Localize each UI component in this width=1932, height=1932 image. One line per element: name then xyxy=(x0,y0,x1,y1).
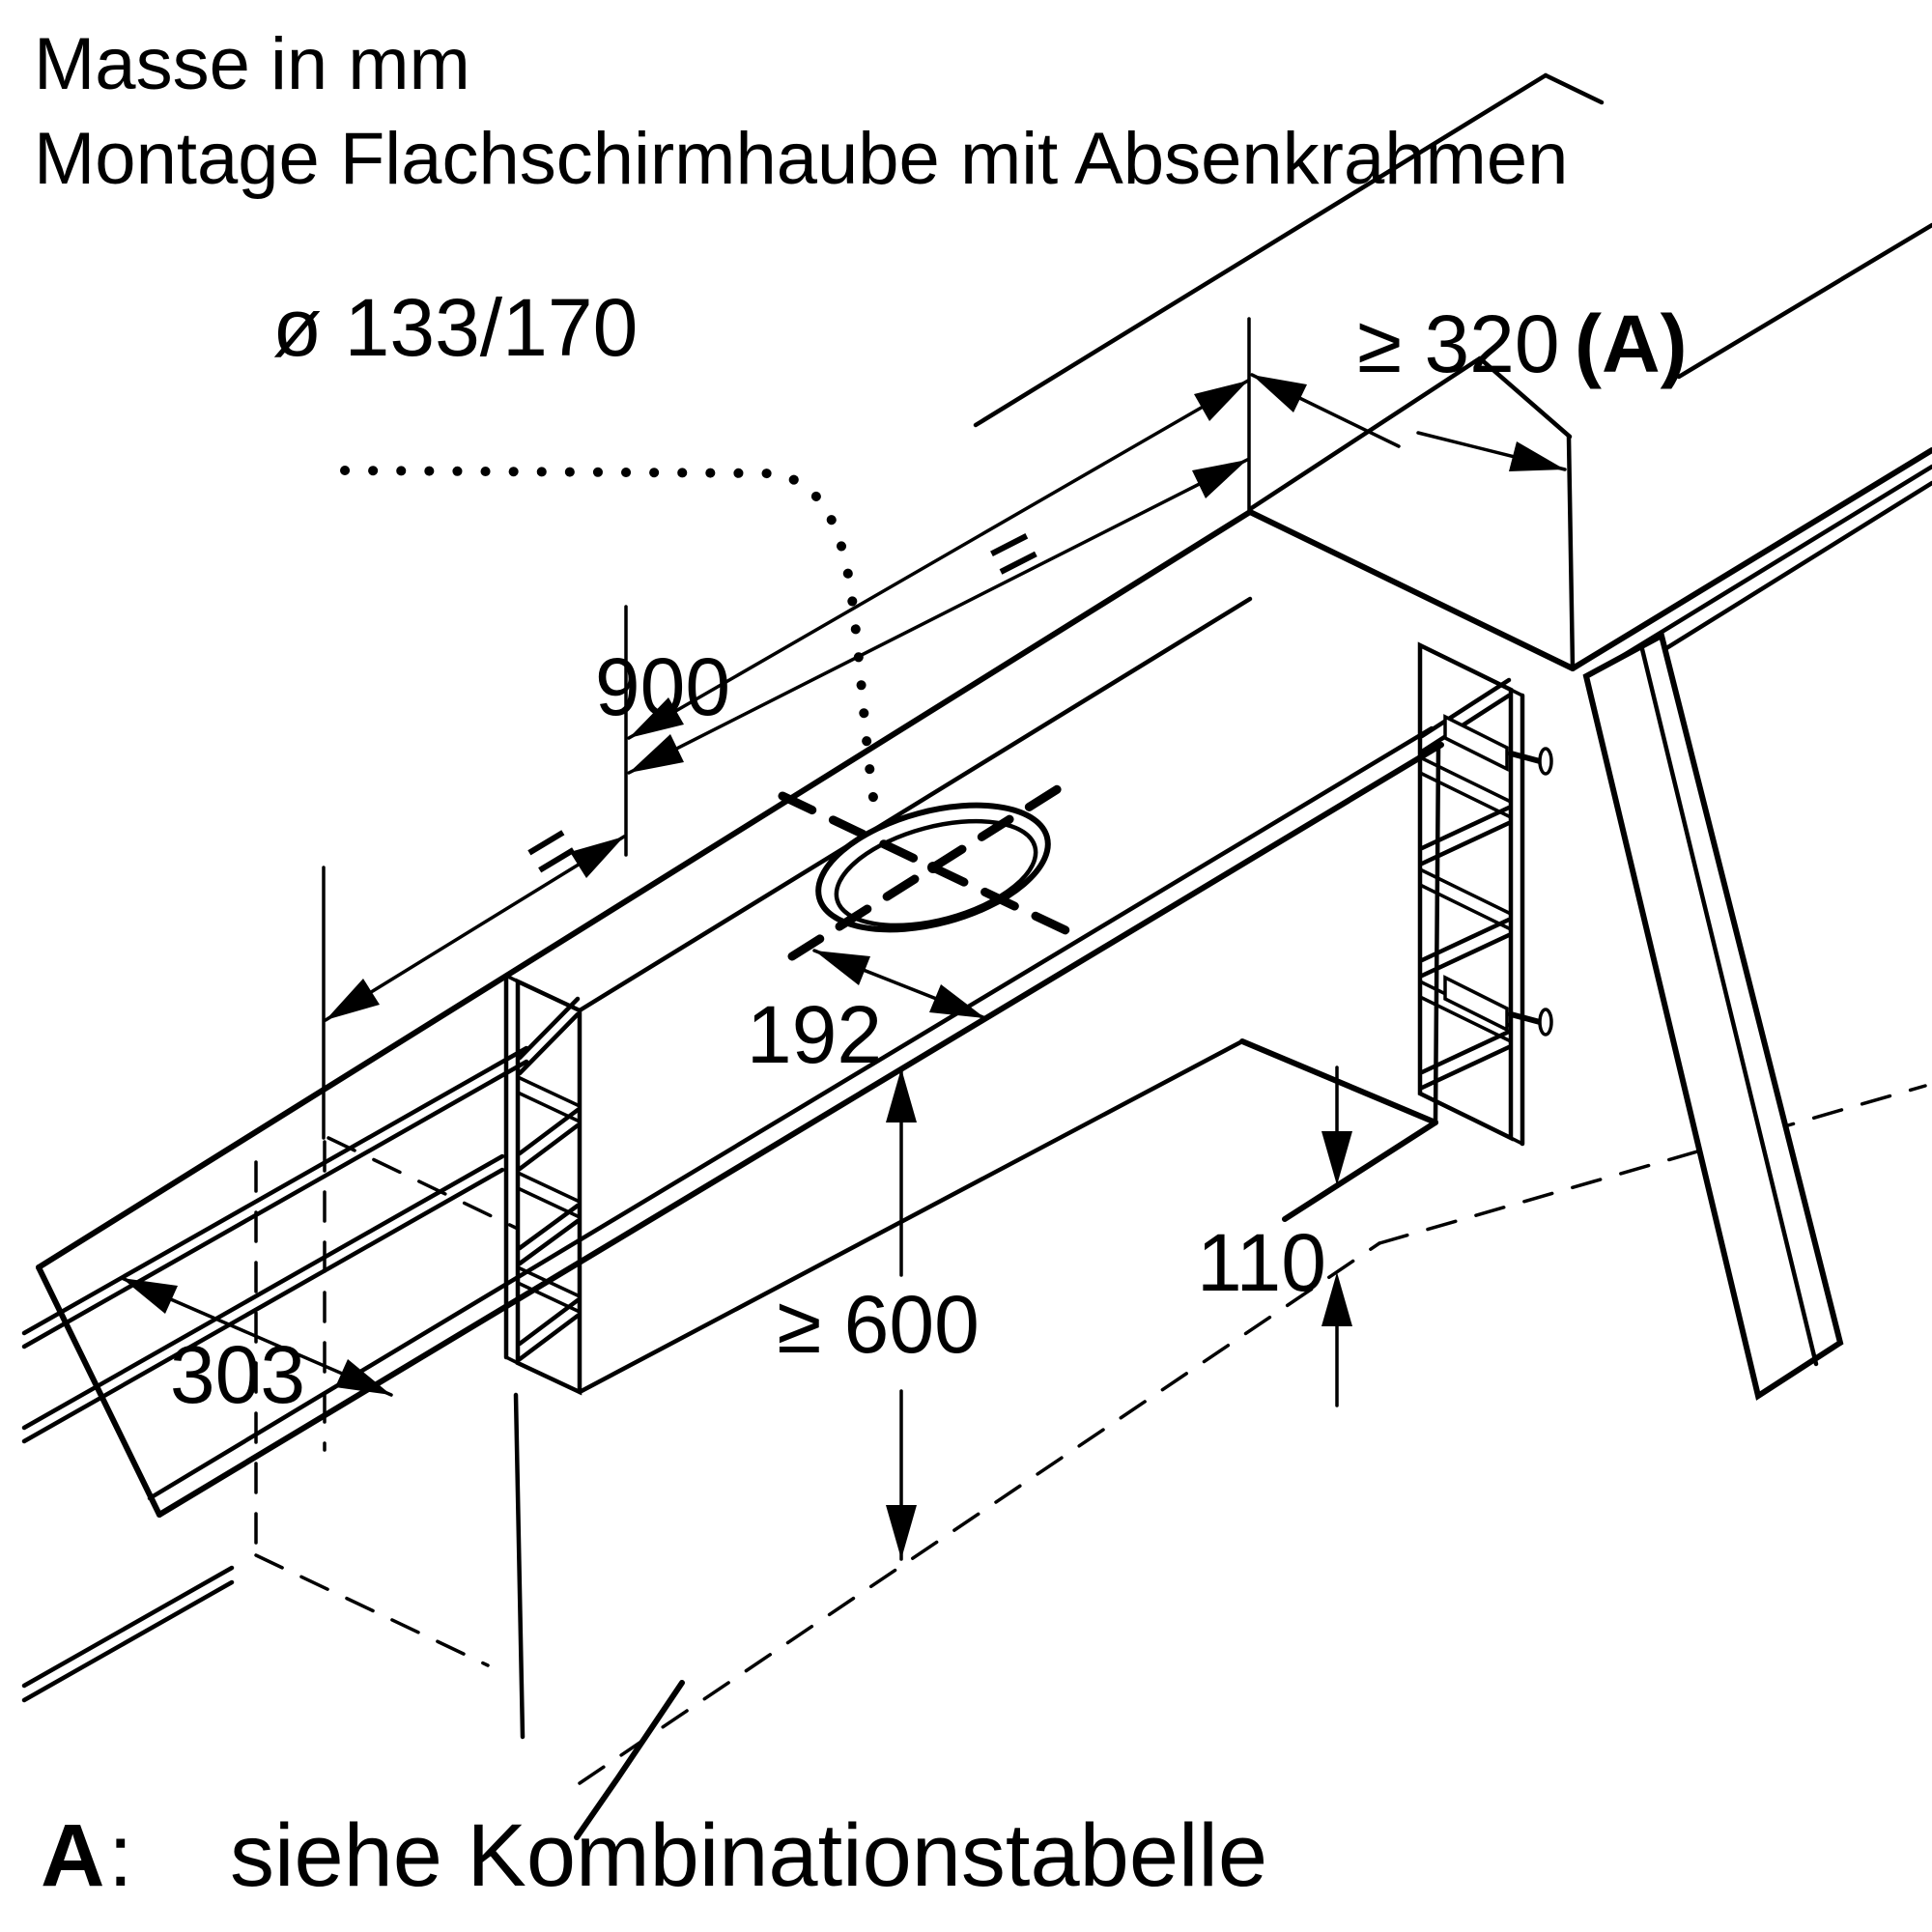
diameter-leader-dotted xyxy=(340,466,882,828)
screw-head-top xyxy=(1538,747,1553,776)
rail-depth-label: 303 xyxy=(170,1329,305,1420)
rail-upper-2 xyxy=(21,1059,529,1350)
screw-shaft-bottom xyxy=(1508,1011,1543,1025)
dim-110: 110 xyxy=(1197,1065,1352,1407)
hidden-depth-edge xyxy=(327,1136,520,1231)
duct-hole xyxy=(778,774,1089,961)
neighbour-line-1 xyxy=(1570,447,1932,671)
slab-front-edge-outer xyxy=(156,742,1444,1518)
screw-head-bottom xyxy=(1538,1008,1553,1037)
slab-left-cap xyxy=(36,1264,162,1518)
dim-equal-right: = xyxy=(627,458,1249,775)
hood-front-corner-edge xyxy=(574,1680,685,1840)
lower-gap-label: 110 xyxy=(1197,1217,1326,1308)
recess-bottom-edge xyxy=(577,1038,1245,1395)
grille-frame xyxy=(515,978,582,1396)
neighbour-back-edge xyxy=(1676,222,1932,380)
door-panel xyxy=(1582,631,1844,1401)
width-label: 900 xyxy=(595,641,730,732)
cabinet-door-open xyxy=(1582,631,1844,1401)
side-min-label: ≥ 320 xyxy=(1357,298,1560,389)
duct-hole-inner-ring xyxy=(834,818,1038,928)
grille-dividers xyxy=(516,1075,582,1314)
mounting-bracket-top xyxy=(1443,714,1509,772)
dim-600: ≥ 600 xyxy=(777,1066,980,1561)
cabinet-top-right-edge xyxy=(1477,355,1573,440)
hole-length-label: 192 xyxy=(747,989,882,1080)
grille-lip-bottom xyxy=(504,1355,520,1365)
slab-back-edge xyxy=(36,509,1253,1270)
left-vent-grille xyxy=(503,973,582,1396)
cabinet-bottom-front-edge xyxy=(1282,1120,1438,1222)
corner-cabinet xyxy=(1239,355,1576,1222)
right-vent-grille xyxy=(1417,641,1553,1147)
rail-end-1 xyxy=(21,1565,235,1689)
hidden-outlines xyxy=(254,1084,1927,1785)
dim-equal-left: = xyxy=(324,799,626,1022)
recess-top-edge xyxy=(577,596,1253,1013)
footnote-colon: : xyxy=(108,1806,133,1905)
rail-upper-1 xyxy=(21,1045,529,1336)
grille-lip-top xyxy=(1509,688,1524,697)
slab-front-edge-inner xyxy=(147,725,1435,1501)
wall-top-edge xyxy=(973,72,1548,428)
slab-right-depth-edge xyxy=(1247,509,1576,671)
rail-lower-2 xyxy=(21,1167,505,1444)
cabinet-bottom-depth-edge xyxy=(1239,1038,1438,1125)
footnote-key: A xyxy=(41,1806,104,1905)
screw-shaft-top xyxy=(1508,751,1543,764)
hob-reference-line-left xyxy=(578,1241,1381,1785)
hob-reference-line-right xyxy=(1378,1084,1927,1245)
dim-192: 192 xyxy=(747,949,987,1080)
cabinet-front-corner-edge xyxy=(1566,434,1576,671)
min-distance-label: ≥ 600 xyxy=(777,1279,980,1370)
cabinet-front-vertical-edge xyxy=(1433,746,1441,1123)
dim-303: 303 xyxy=(120,1276,393,1420)
dim-320: ≥ 320 (A) xyxy=(1250,298,1688,471)
recess-left-lower-edge xyxy=(513,1392,526,1740)
wall-rails xyxy=(21,1045,529,1703)
grille-lip-top xyxy=(504,974,520,983)
grille-lip-bottom xyxy=(1509,1136,1524,1146)
diameter-label: ø 133/170 xyxy=(272,282,638,373)
rail-lower-1 xyxy=(21,1153,505,1431)
cabinet-structure xyxy=(21,72,1932,1840)
door-thickness-edge xyxy=(1639,646,1819,1367)
footnote-text: siehe Kombinationstabelle xyxy=(230,1806,1267,1905)
side-ref-label: (A) xyxy=(1575,298,1688,389)
grille-slats xyxy=(517,996,581,1362)
cabinet-top-back-edge xyxy=(1247,355,1483,512)
title-block: Masse in mm Montage Flachschirmhaube mit… xyxy=(34,23,1568,200)
mounting-bracket-bottom xyxy=(1443,975,1509,1033)
duct-hole-center-point xyxy=(927,862,939,873)
wall-corner-edge xyxy=(1543,72,1605,105)
rail-end-2 xyxy=(21,1579,235,1703)
equal-right-label: = xyxy=(972,501,1055,604)
dim-900: 900 xyxy=(595,379,1250,740)
footnote: A : siehe Kombinationstabelle xyxy=(41,1806,1267,1905)
dimensions: = 900 = ø 133/170 303 xyxy=(120,282,1688,1561)
grille-slats xyxy=(1419,677,1512,1091)
title-line-1: Masse in mm xyxy=(34,23,470,105)
title-line-2: Montage Flachschirmhaube mit Absenkrahme… xyxy=(34,118,1568,200)
duct-hole-outer-ring xyxy=(815,802,1051,933)
hidden-bottom-edge xyxy=(254,1553,490,1667)
